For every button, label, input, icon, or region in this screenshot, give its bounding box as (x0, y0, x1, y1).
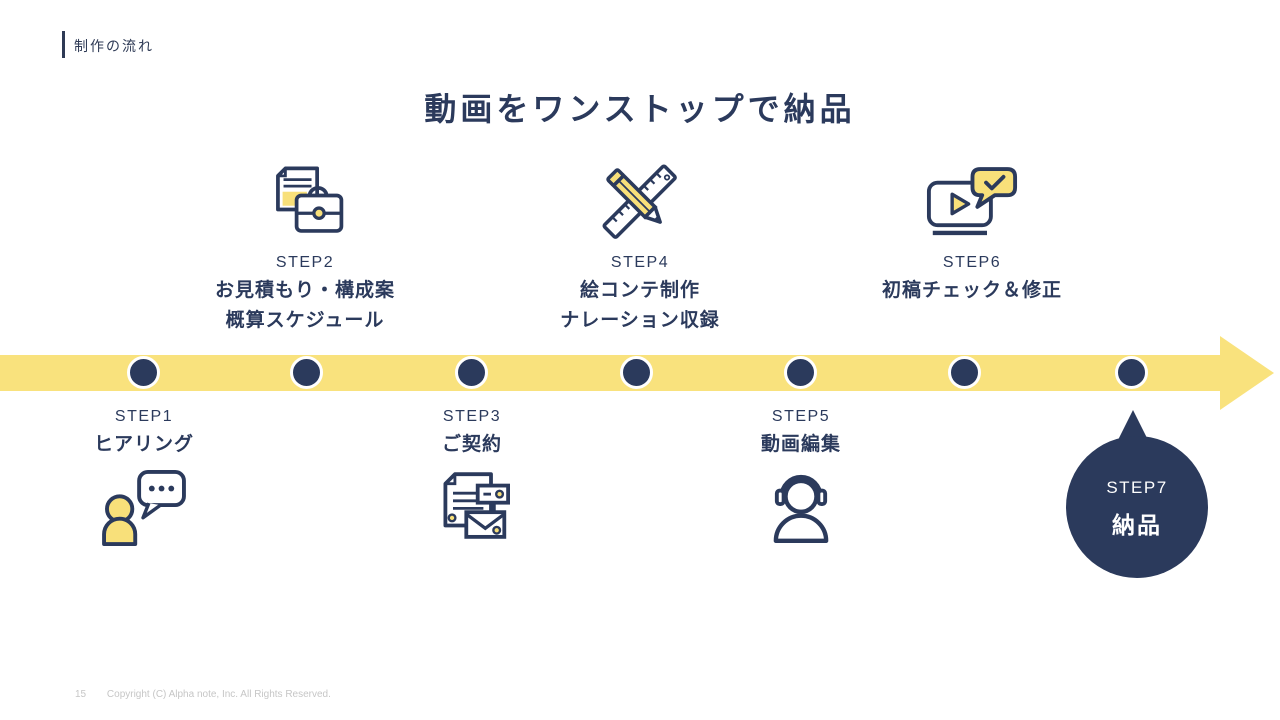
person-speech-bubble-icon (4, 470, 284, 550)
step-4-label: STEP4 (610, 254, 670, 271)
timeline-dot-1 (127, 356, 160, 389)
slide-footer: 15 Copyright (C) Alpha note, Inc. All Ri… (75, 689, 331, 700)
page-number: 15 (75, 689, 87, 700)
step-5: STEP5 動画編集 (661, 408, 941, 550)
timeline-dot-2 (290, 356, 323, 389)
headphones-person-icon (661, 470, 941, 550)
step-1: STEP1 ヒアリング (4, 408, 284, 550)
step-3-title-line1: ご契約 (441, 434, 502, 455)
step-2-label: STEP2 (275, 254, 335, 271)
timeline-arrowhead-icon (1220, 336, 1274, 410)
step-5-title-line1: 動画編集 (760, 434, 841, 455)
step-1-title-line1: ヒアリング (93, 434, 194, 455)
step-6-title-line1: 初稿チェック＆修正 (881, 280, 1062, 301)
step-2: STEP2 お見積もり・構成案 概算スケジュール (165, 160, 445, 336)
timeline-dot-4 (620, 356, 653, 389)
step-4: STEP4 絵コンテ制作 ナレーション収録 (500, 160, 780, 336)
contract-envelope-icon (332, 470, 612, 550)
slide-title: 動画をワンストップで納品 (424, 91, 856, 127)
slide-header-label: 制作の流れ (74, 38, 154, 54)
timeline-dot-7 (1115, 356, 1148, 389)
step-4-title-line2: ナレーション収録 (560, 310, 720, 331)
step-4-title-line1: 絵コンテ制作 (579, 280, 700, 301)
timeline-dot-6 (948, 356, 981, 389)
step-5-label: STEP5 (771, 408, 831, 425)
step-3: STEP3 ご契約 (332, 408, 612, 550)
pencil-ruler-icon (500, 160, 780, 244)
document-briefcase-icon (165, 160, 445, 244)
step-7-title: 納品 (1112, 512, 1162, 538)
timeline-dot-5 (784, 356, 817, 389)
step-3-label: STEP3 (442, 408, 502, 425)
copyright-text: Copyright (C) Alpha note, Inc. All Right… (106, 689, 331, 700)
step-7: STEP7 納品 (1066, 436, 1208, 578)
step-6: STEP6 初稿チェック＆修正 (832, 160, 1112, 306)
step-2-title-line1: お見積もり・構成案 (214, 280, 395, 301)
timeline-dot-3 (455, 356, 488, 389)
video-check-bubble-icon (832, 160, 1112, 244)
header-accent-bar (62, 31, 65, 58)
step-2-title-line2: 概算スケジュール (225, 310, 385, 331)
timeline-band (0, 355, 1222, 391)
step-1-label: STEP1 (114, 408, 174, 425)
step-7-label: STEP7 (1106, 478, 1168, 497)
step-6-label: STEP6 (942, 254, 1002, 271)
